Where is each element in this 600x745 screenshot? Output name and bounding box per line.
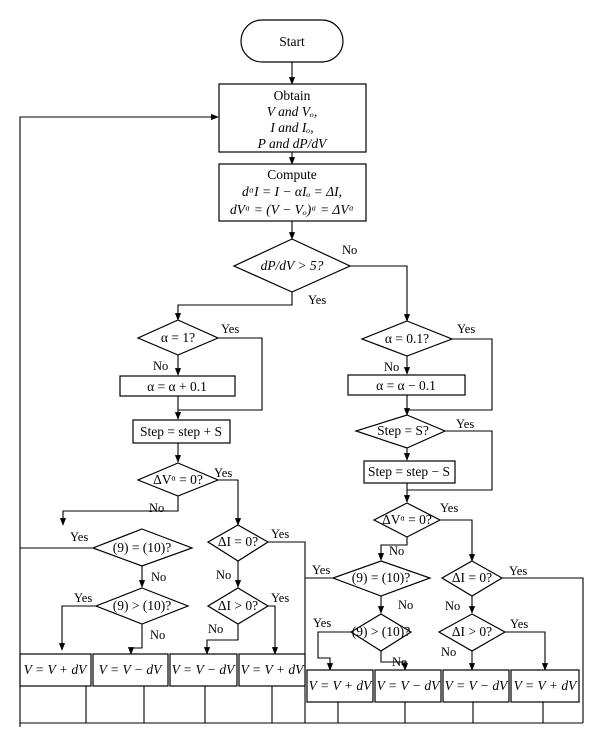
output-v-minus-3-label: V = V − dV bbox=[377, 678, 441, 693]
decision-step-s-label: Step = S? bbox=[377, 423, 429, 438]
decision-dpdv-label: dP/dV > 5? bbox=[261, 258, 324, 273]
yes-label-dpdv: Yes bbox=[308, 293, 326, 307]
process-step-increase-label: Step = step + S bbox=[140, 424, 222, 439]
decision-delta-v-left-label: ΔVᵅ = 0? bbox=[153, 472, 203, 487]
no-label-delta-i-left: No bbox=[216, 568, 231, 582]
no-label-eq-left: No bbox=[151, 570, 166, 584]
decision-alpha-1 bbox=[136, 319, 220, 356]
compute-line-1: dᵅI = I − αIₒ = ΔI, bbox=[242, 184, 342, 199]
decision-delta-v-left bbox=[136, 462, 220, 497]
compute-line-2: dVᵅ = (V − Vₒ)ᵅ = ΔVᵅ bbox=[230, 202, 354, 217]
decision-alpha-01-label: α = 0.1? bbox=[385, 331, 429, 346]
output-v-minus-1-label: V = V − dV bbox=[99, 662, 163, 677]
decision-gt-left-label: (9) > (10)? bbox=[113, 598, 172, 613]
decision-delta-i-gt-left bbox=[206, 587, 270, 625]
decision-dpdv bbox=[232, 238, 352, 293]
output-v-plus-3 bbox=[306, 669, 374, 703]
connectors bbox=[19, 62, 584, 727]
decision-delta-v-right bbox=[372, 502, 442, 538]
compute-title: Compute bbox=[267, 167, 317, 182]
decision-eq-right-label: (9) = (10)? bbox=[352, 570, 411, 585]
process-alpha-decrease-label: α = α − 0.1 bbox=[376, 378, 436, 393]
yes-label-alpha-1: Yes bbox=[221, 322, 239, 336]
yes-label-gt-left: Yes bbox=[74, 591, 92, 605]
decision-gt-right bbox=[349, 613, 413, 652]
no-label-alpha-01: No bbox=[384, 360, 399, 374]
obtain-line-3: I and Iₒ, bbox=[269, 120, 313, 135]
no-label-delta-i-gt-right: No bbox=[441, 645, 456, 659]
output-v-minus-3 bbox=[374, 669, 442, 703]
output-v-minus-4-label: V = V − dV bbox=[445, 678, 509, 693]
process-alpha-increase-label: α = α + 0.1 bbox=[147, 379, 207, 394]
decision-delta-i-gt-right-label: ΔI > 0? bbox=[452, 624, 492, 639]
yes-label-delta-v-right: Yes bbox=[440, 501, 458, 515]
decision-delta-i-gt-left-label: ΔI > 0? bbox=[218, 598, 258, 613]
process-alpha-decrease bbox=[347, 374, 466, 396]
yes-label-eq-right: Yes bbox=[312, 563, 330, 577]
no-label-gt-left: No bbox=[150, 628, 165, 642]
yes-labels: Yes Yes Yes Yes Yes Yes Yes Yes Yes Yes … bbox=[70, 293, 528, 631]
no-label-eq-right: No bbox=[398, 598, 413, 612]
compute-box bbox=[218, 163, 367, 222]
decision-alpha-1-label: α = 1? bbox=[161, 330, 195, 345]
yes-label-delta-i-left: Yes bbox=[271, 527, 289, 541]
decision-eq-right bbox=[331, 560, 432, 597]
no-label-alpha-1: No bbox=[153, 359, 168, 373]
decision-eq-left-label: (9) = (10)? bbox=[113, 540, 172, 555]
obtain-box bbox=[218, 83, 367, 153]
output-v-plus-4-label: V = V + dV bbox=[514, 678, 578, 693]
decision-step-s bbox=[354, 414, 447, 449]
process-step-decrease bbox=[363, 460, 456, 484]
yes-label-gt-right: Yes bbox=[313, 616, 331, 630]
start-label: Start bbox=[279, 34, 305, 49]
output-v-minus-2-label: V = V − dV bbox=[172, 662, 236, 677]
yes-label-delta-v-left: Yes bbox=[214, 466, 232, 480]
output-v-plus-1 bbox=[19, 653, 92, 687]
no-label-delta-i-right: No bbox=[445, 599, 460, 613]
no-label-dpdv: No bbox=[342, 243, 357, 257]
yes-label-step-s: Yes bbox=[456, 417, 474, 431]
yes-label-delta-i-gt-right: Yes bbox=[510, 617, 528, 631]
output-v-plus-2 bbox=[238, 653, 306, 687]
yes-label-delta-i-gt-left: Yes bbox=[271, 591, 289, 605]
no-label-delta-v-left: No bbox=[149, 501, 164, 515]
yes-label-delta-i-right: Yes bbox=[509, 564, 527, 578]
yes-label-alpha-01: Yes bbox=[457, 322, 475, 336]
decision-delta-i-left-label: ΔI = 0? bbox=[218, 534, 258, 549]
no-label-delta-i-gt-left: No bbox=[208, 622, 223, 636]
output-v-plus-3-label: V = V + dV bbox=[309, 678, 373, 693]
decision-delta-i-right-label: ΔI = 0? bbox=[452, 570, 492, 585]
obtain-line-1: Obtain bbox=[274, 88, 311, 103]
process-alpha-increase bbox=[119, 375, 236, 397]
decision-delta-v-right-label: ΔVᵅ = 0? bbox=[382, 512, 432, 527]
decision-gt-right-label: (9) > (10)? bbox=[352, 624, 411, 639]
process-step-increase bbox=[132, 419, 231, 444]
no-labels: No No No No No No No No No No No No No bbox=[149, 243, 460, 669]
obtain-line-2: V and Vₒ, bbox=[267, 104, 317, 119]
process-step-decrease-label: Step = step − S bbox=[368, 464, 450, 479]
output-v-plus-4 bbox=[510, 669, 580, 703]
output-v-minus-1 bbox=[92, 653, 169, 687]
start-terminal bbox=[240, 19, 344, 63]
obtain-line-4: P and dP/dV bbox=[257, 136, 328, 151]
output-v-plus-2-label: V = V + dV bbox=[241, 662, 305, 677]
output-v-minus-4 bbox=[442, 669, 510, 703]
no-label-gt-right: No bbox=[392, 655, 407, 669]
no-label-delta-v-right: No bbox=[389, 544, 404, 558]
output-v-minus-2 bbox=[169, 653, 238, 687]
decision-delta-i-left bbox=[206, 524, 270, 562]
yes-label-eq-left: Yes bbox=[70, 530, 88, 544]
decision-gt-left bbox=[94, 587, 190, 625]
decision-delta-i-gt-right bbox=[437, 613, 507, 652]
decision-delta-i-right bbox=[440, 560, 504, 597]
decision-eq-left bbox=[91, 528, 194, 567]
decision-alpha-01 bbox=[360, 320, 454, 357]
output-v-plus-1-label: V = V + dV bbox=[24, 662, 88, 677]
